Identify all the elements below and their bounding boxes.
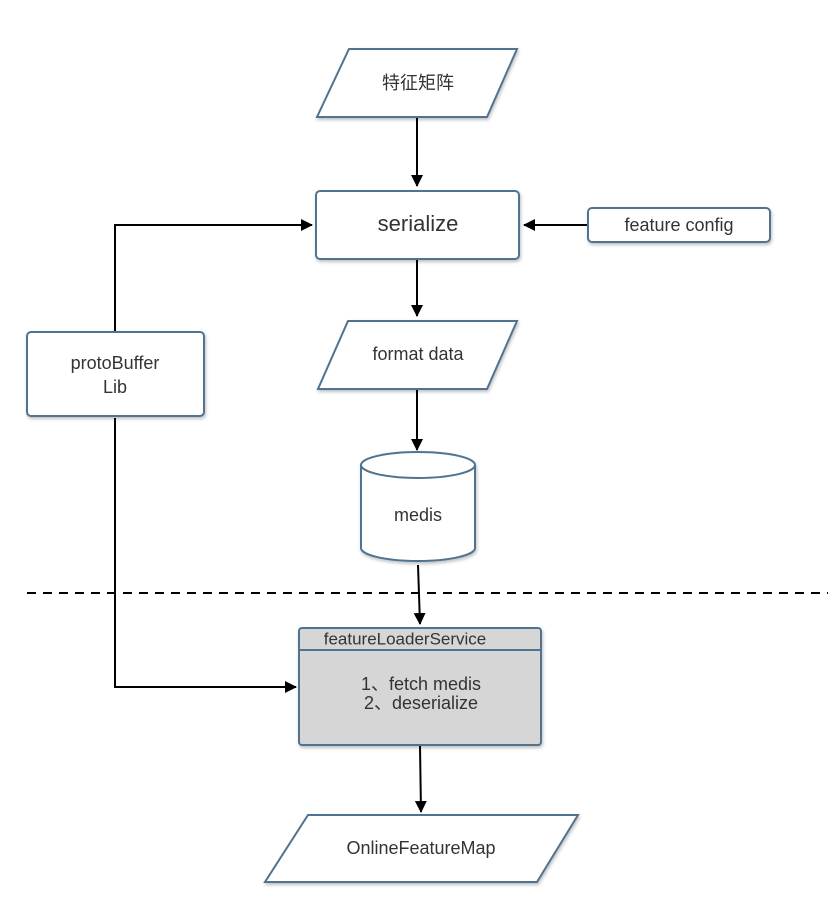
service-step-2: 2、deserialize [364,693,478,713]
medis-label: medis [394,505,442,525]
feature-config-node: feature config [587,207,771,243]
serialize-node: serialize [315,190,520,260]
service-step-1: 1、fetch medis [361,674,481,694]
service-title: featureLoaderService [324,629,487,648]
edge-medis-to-service [413,564,426,625]
format-data-label: format data [372,344,464,364]
feature-loader-service-node: featureLoaderService 1、fetch medis 2、des… [298,627,542,746]
protobuffer-lib-label-line1: protoBuffer [71,353,160,373]
edge-protobuffer-to-service [114,418,297,693]
online-feature-map-node: OnlineFeatureMap [263,814,580,883]
feature-config-label: feature config [624,215,733,235]
protobuffer-lib-label-line2: Lib [103,377,127,397]
edge-service-to-online-map [414,745,427,813]
protobuffer-lib-node: protoBuffer Lib [26,331,205,417]
feature-matrix-label: 特征矩阵 [382,73,454,93]
edge-protobuffer-to-serialize [114,219,313,332]
format-data-node: format data [316,320,519,390]
feature-matrix-node: 特征矩阵 [315,48,519,118]
online-feature-map-label: OnlineFeatureMap [346,838,495,858]
serialize-label: serialize [378,211,459,236]
medis-node: medis [360,451,476,562]
